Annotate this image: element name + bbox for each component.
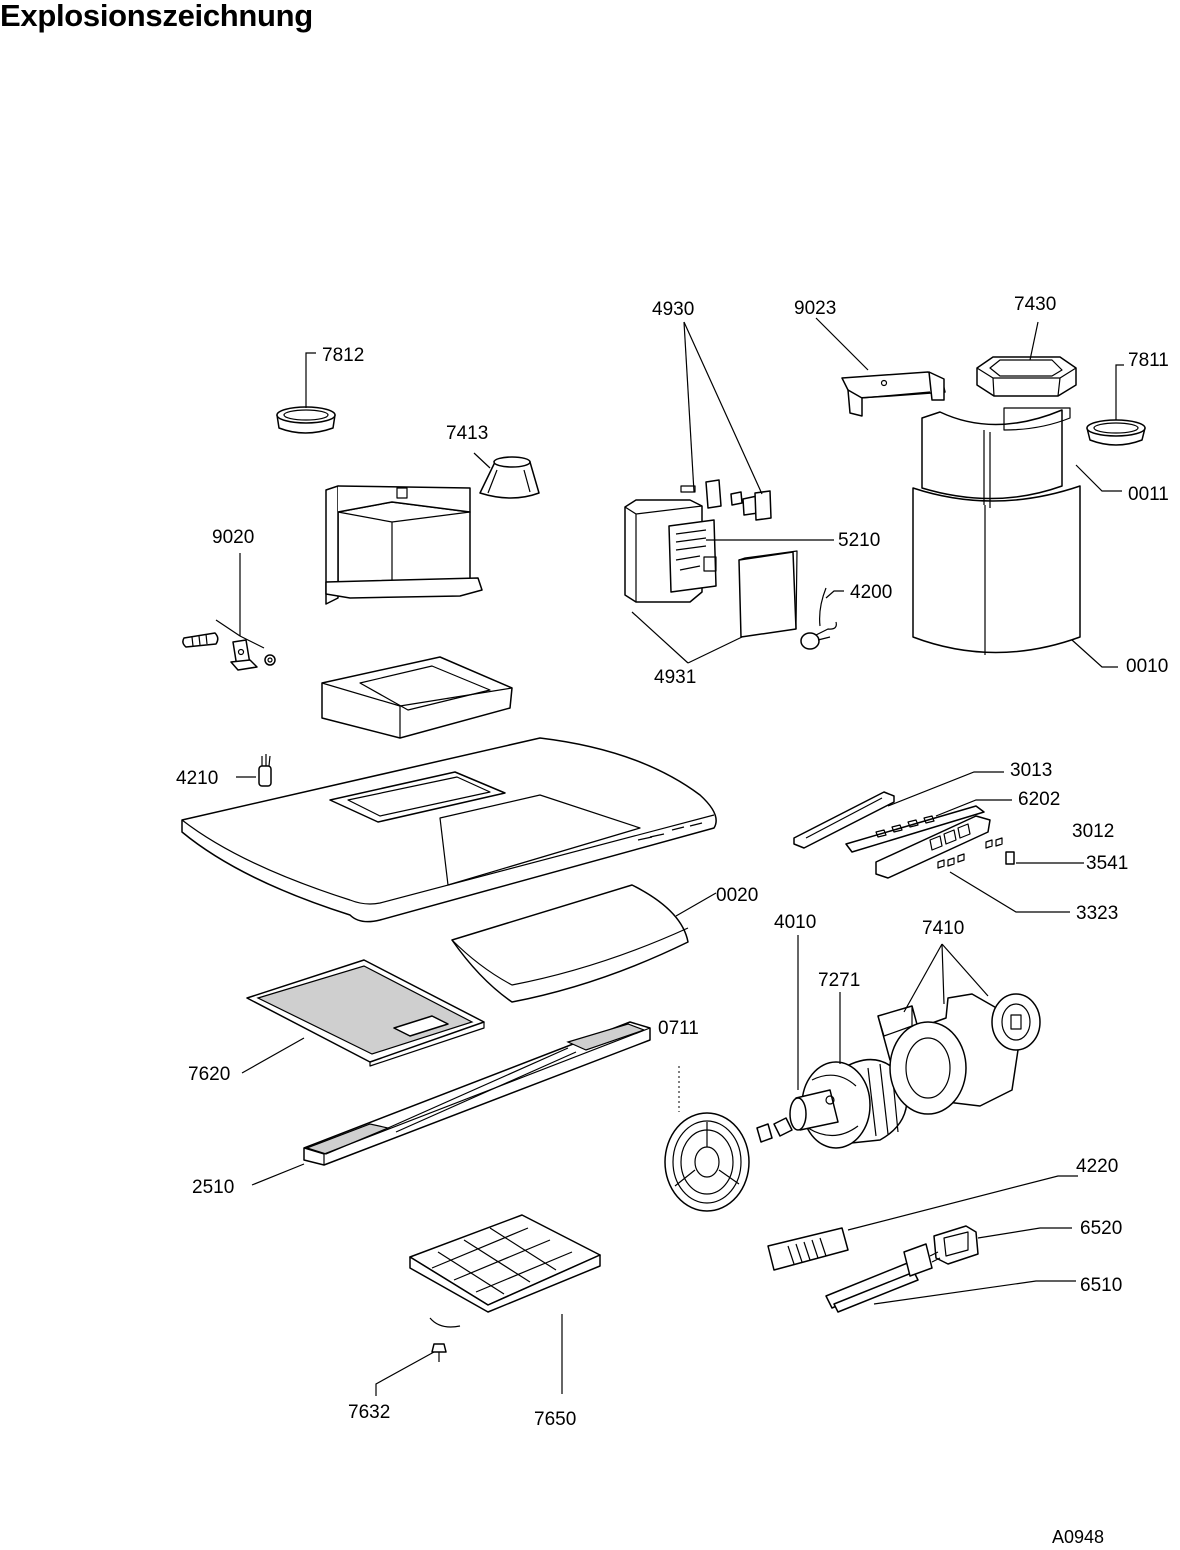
label-6202: 6202 xyxy=(1018,789,1060,810)
label-7812: 7812 xyxy=(322,345,364,366)
duct-cover-drawing xyxy=(321,656,513,739)
part-7410-fan-housing-drawing xyxy=(877,993,1041,1115)
electronics-group-drawing xyxy=(624,479,798,638)
part-7811-ring-drawing xyxy=(1086,419,1146,446)
label-0011: 0011 xyxy=(1128,484,1169,505)
label-7430: 7430 xyxy=(1014,294,1056,315)
label-7811: 7811 xyxy=(1128,350,1169,371)
label-0010: 0010 xyxy=(1126,656,1168,677)
label-3323: 3323 xyxy=(1076,903,1118,924)
document-code: A0948 xyxy=(1052,1527,1105,1547)
label-4010: 4010 xyxy=(774,912,816,933)
leader-lines xyxy=(215,317,1124,1396)
part-6510-tube-drawing xyxy=(825,1243,941,1313)
label-4210: 4210 xyxy=(176,768,218,789)
part-2510-light-strip-drawing xyxy=(303,1021,651,1166)
label-7413: 7413 xyxy=(446,423,488,444)
part-4010-7271-motor-drawing xyxy=(789,1058,908,1149)
label-0020: 0020 xyxy=(716,885,758,906)
label-9023: 9023 xyxy=(794,298,836,319)
label-5210: 5210 xyxy=(838,530,880,551)
housing-box-drawing xyxy=(325,485,483,605)
label-2510: 2510 xyxy=(192,1177,234,1198)
label-3541: 3541 xyxy=(1086,853,1128,874)
part-7632-screw-drawing xyxy=(431,1343,447,1362)
control-parts-drawing xyxy=(793,791,1015,879)
label-7632: 7632 xyxy=(348,1402,390,1423)
part-7413-outlet-drawing xyxy=(479,456,540,499)
label-4930: 4930 xyxy=(652,299,694,320)
label-4220: 4220 xyxy=(1076,1156,1118,1177)
part-4220-lamp-holder-drawing xyxy=(767,1227,849,1271)
part-4210-holder-drawing xyxy=(258,754,272,787)
label-3013: 3013 xyxy=(1010,760,1052,781)
label-6520: 6520 xyxy=(1080,1218,1122,1239)
part-0020-glass-panel-drawing xyxy=(451,884,689,1003)
label-9020: 9020 xyxy=(212,527,254,548)
coupling-parts-drawing xyxy=(756,1117,793,1143)
part-0711-fan-disc-drawing xyxy=(664,1066,750,1212)
hood-body-drawing xyxy=(181,737,717,923)
part-7620-grease-filter-drawing xyxy=(246,959,485,1067)
label-0711: 0711 xyxy=(658,1018,699,1039)
label-4200: 4200 xyxy=(850,582,892,603)
part-0011-0010-chimney-drawing xyxy=(912,407,1081,655)
part-9023-bracket-drawing xyxy=(841,371,946,417)
part-7430-adapter-drawing xyxy=(976,356,1077,397)
page-title: Explosionszeichnung xyxy=(0,0,313,33)
part-4200-capacitor-drawing xyxy=(800,587,837,650)
part-9020-fixings-drawing xyxy=(182,632,276,671)
label-4931: 4931 xyxy=(654,667,696,688)
label-7650: 7650 xyxy=(534,1409,576,1430)
label-7271: 7271 xyxy=(818,970,860,991)
part-7650-carbon-filter-drawing xyxy=(409,1214,601,1328)
part-6520-starter-drawing xyxy=(933,1225,979,1265)
part-7812-ring-drawing xyxy=(276,406,336,434)
label-7410: 7410 xyxy=(922,918,964,939)
label-3012: 3012 xyxy=(1072,821,1114,842)
label-7620: 7620 xyxy=(188,1064,230,1085)
label-6510: 6510 xyxy=(1080,1275,1122,1296)
